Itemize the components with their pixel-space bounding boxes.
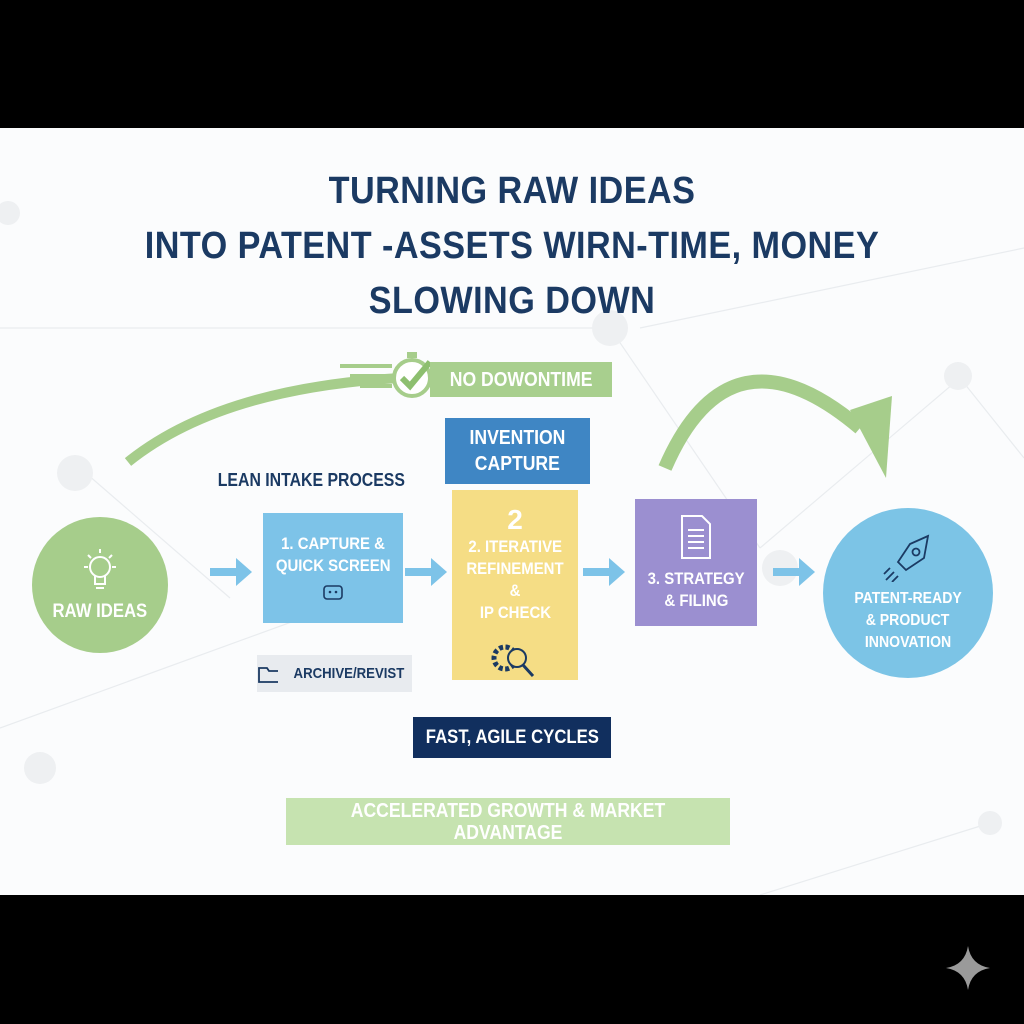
outcome-line: & PRODUCT xyxy=(866,610,950,632)
step-2-line: REFINEMENT & xyxy=(460,558,571,602)
lean-intake-label: LEAN INTAKE PROCESS xyxy=(218,470,405,491)
infographic-canvas: TURNING RAW IDEAS INTO PATENT -ASSETS WI… xyxy=(0,128,1024,895)
step-1-line: QUICK SCREEN xyxy=(276,555,391,577)
gear-search-icon xyxy=(485,636,545,680)
step-3-line: 3. STRATEGY xyxy=(648,568,745,590)
step-2-line: IP CHECK xyxy=(479,602,550,624)
step-3-line: & FILING xyxy=(664,590,728,612)
document-icon xyxy=(679,514,713,560)
archive-label: ARCHIVE/REVIST xyxy=(294,663,405,685)
outcome-node: PATENT-READY & PRODUCT INNOVATION xyxy=(823,508,993,678)
step-2-line: 2. ITERATIVE xyxy=(468,536,562,558)
title-line-3: SLOWING DOWN xyxy=(51,280,973,323)
raw-ideas-label: RAW IDEAS xyxy=(53,601,148,623)
fast-cycles-box: FAST, AGILE CYCLES xyxy=(413,717,611,758)
no-downtime-label: NO DOWONTIME xyxy=(450,369,593,391)
outcome-line: INNOVATION xyxy=(865,632,951,654)
progress-arc xyxy=(128,378,400,462)
folder-icon xyxy=(257,664,278,684)
invention-capture-box: INVENTION CAPTURE xyxy=(445,418,590,484)
step-3-box: 3. STRATEGY & FILING xyxy=(635,499,757,626)
step-2-number: 2 xyxy=(507,504,523,536)
step-1-line: 1. CAPTURE & xyxy=(281,533,385,555)
title-line-2: INTO PATENT -ASSETS WIRN-TIME, MONEY xyxy=(51,225,973,268)
step-2-box: 2 2. ITERATIVE REFINEMENT & IP CHECK xyxy=(452,490,578,680)
accelerated-growth-label: ACCELERATED GROWTH & MARKET ADVANTAGE xyxy=(313,800,704,844)
no-downtime-banner: NO DOWONTIME xyxy=(430,362,612,397)
title-line-1: TURNING RAW IDEAS xyxy=(51,170,973,213)
rocket-icon xyxy=(880,532,936,582)
curved-arrow xyxy=(665,381,860,468)
raw-ideas-node: RAW IDEAS xyxy=(32,517,168,653)
invention-capture-line: INVENTION xyxy=(470,425,566,451)
step-1-box: 1. CAPTURE & QUICK SCREEN xyxy=(263,513,403,623)
accelerated-growth-box: ACCELERATED GROWTH & MARKET ADVANTAGE xyxy=(286,798,730,845)
sparkle-icon xyxy=(944,944,992,992)
lightbulb-icon xyxy=(80,547,120,595)
archive-box: ARCHIVE/REVIST xyxy=(257,655,412,692)
outcome-line: PATENT-READY xyxy=(854,588,961,610)
robot-icon xyxy=(321,583,345,603)
fast-cycles-label: FAST, AGILE CYCLES xyxy=(425,727,598,749)
invention-capture-line: CAPTURE xyxy=(475,451,560,477)
